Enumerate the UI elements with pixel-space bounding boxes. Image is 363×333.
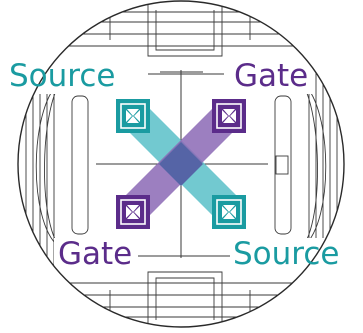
gate-pad-top-right: [212, 99, 246, 133]
label-leaders: [138, 73, 232, 257]
source-pad-top-left: [116, 99, 150, 133]
gate-pad-bottom-left: [116, 195, 150, 229]
pin-bands: [118, 103, 244, 225]
source-label-top: Source: [9, 58, 116, 94]
source-label-bottom: Source: [233, 236, 340, 272]
gate-label-top: Gate: [234, 58, 309, 94]
band-overlap: [159, 142, 203, 186]
magnifier-circle: [17, 0, 345, 328]
source-pad-bottom-right: [212, 195, 246, 229]
gate-label-bottom: Gate: [58, 236, 133, 272]
